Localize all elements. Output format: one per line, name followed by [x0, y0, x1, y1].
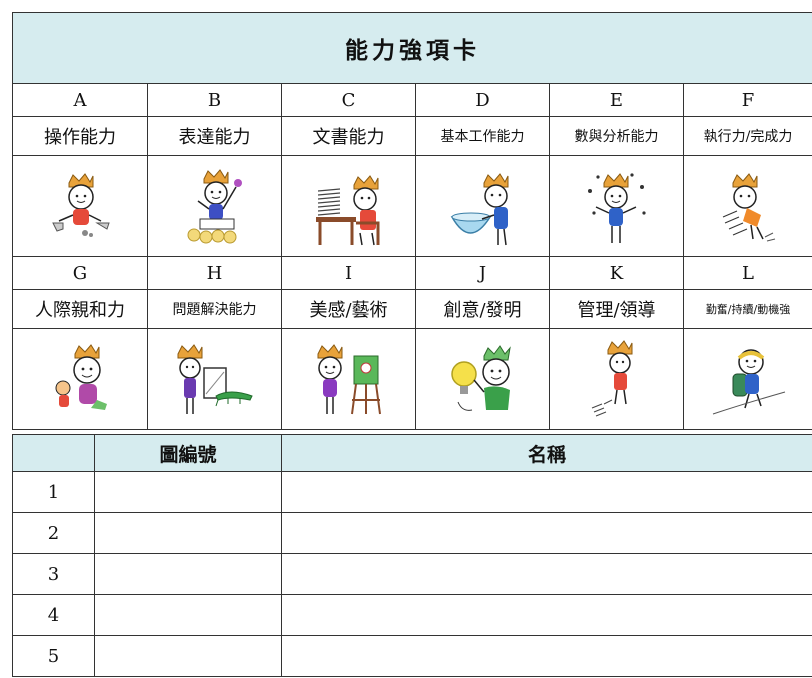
- list-row: 4: [12, 594, 812, 636]
- card-label: 美感/藝術: [281, 289, 416, 329]
- leading-figure-icon: [549, 328, 684, 430]
- card-label: 管理/領導: [549, 289, 684, 329]
- problem-solving-figure-icon: [147, 328, 282, 430]
- label-row-1: 操作能力 表達能力 文書能力 基本工作能力 數與分析能力 執行力/完成力: [12, 116, 812, 156]
- name-cell[interactable]: [281, 594, 812, 636]
- card-label: 問題解決能力: [147, 289, 282, 329]
- picture-row-2: [12, 328, 812, 430]
- speaking-figure-icon: [147, 155, 282, 257]
- paperwork-figure-icon: [281, 155, 416, 257]
- analysis-figure-icon: [549, 155, 684, 257]
- card-letter: A: [12, 83, 148, 117]
- code-cell[interactable]: [94, 471, 282, 513]
- name-cell[interactable]: [281, 635, 812, 677]
- name-cell[interactable]: [281, 471, 812, 513]
- answer-list-table: 圖編號 名稱 1 2 3 4 5: [12, 434, 812, 677]
- card-letter: D: [415, 83, 550, 117]
- row-number: 2: [12, 512, 95, 554]
- card-letter: K: [549, 256, 684, 290]
- card-letter: L: [682, 256, 812, 290]
- row-number: 3: [12, 553, 95, 595]
- label-row-2: 人際親和力 問題解決能力 美感/藝術 創意/發明 管理/領導 勤奮/持續/動機強: [12, 289, 812, 329]
- code-cell[interactable]: [94, 512, 282, 554]
- name-cell[interactable]: [281, 512, 812, 554]
- crafting-figure-icon: [12, 155, 148, 257]
- row-number: 5: [12, 635, 95, 677]
- list-header-row: 圖編號 名稱: [12, 434, 812, 472]
- card-label: 人際親和力: [12, 289, 148, 329]
- name-cell[interactable]: [281, 553, 812, 595]
- code-cell[interactable]: [94, 553, 282, 595]
- card-letter: E: [549, 83, 684, 117]
- code-cell[interactable]: [94, 594, 282, 636]
- page-title: 能力強項卡: [11, 12, 812, 84]
- card-letter: C: [281, 83, 416, 117]
- letter-row-2: G H I J K L: [12, 256, 812, 290]
- card-letter: I: [281, 256, 416, 290]
- list-header-number: [12, 434, 95, 472]
- action-figure-icon: [682, 155, 812, 257]
- row-number: 4: [12, 594, 95, 636]
- card-label: 勤奮/持續/動機強: [682, 289, 812, 329]
- card-letter: H: [147, 256, 282, 290]
- card-label: 數與分析能力: [549, 116, 684, 156]
- ability-card-grid: 能力強項卡 A B C D E F 操作能力 表達能力 文書能力 基本工作能力 …: [11, 12, 812, 430]
- letter-row-1: A B C D E F: [12, 83, 812, 117]
- friendly-figure-icon: [12, 328, 148, 430]
- card-label: 基本工作能力: [415, 116, 550, 156]
- card-letter: G: [12, 256, 148, 290]
- list-row: 3: [12, 553, 812, 595]
- picture-row-1: [12, 155, 812, 257]
- card-label: 操作能力: [12, 116, 148, 156]
- code-cell[interactable]: [94, 635, 282, 677]
- row-number: 1: [12, 471, 95, 513]
- list-header-name: 名稱: [281, 434, 812, 472]
- card-label: 表達能力: [147, 116, 282, 156]
- art-easel-figure-icon: [281, 328, 416, 430]
- list-row: 1: [12, 471, 812, 513]
- list-row: 5: [12, 635, 812, 677]
- card-label: 文書能力: [281, 116, 416, 156]
- bowl-work-figure-icon: [415, 155, 550, 257]
- card-letter: J: [415, 256, 550, 290]
- list-header-code: 圖編號: [94, 434, 282, 472]
- card-letter: B: [147, 83, 282, 117]
- ability-card-sheet: 能力強項卡 A B C D E F 操作能力 表達能力 文書能力 基本工作能力 …: [11, 12, 812, 677]
- card-letter: F: [682, 83, 812, 117]
- list-row: 2: [12, 512, 812, 554]
- lightbulb-figure-icon: [415, 328, 550, 430]
- climbing-figure-icon: [682, 328, 812, 430]
- card-label: 創意/發明: [415, 289, 550, 329]
- card-label: 執行力/完成力: [682, 116, 812, 156]
